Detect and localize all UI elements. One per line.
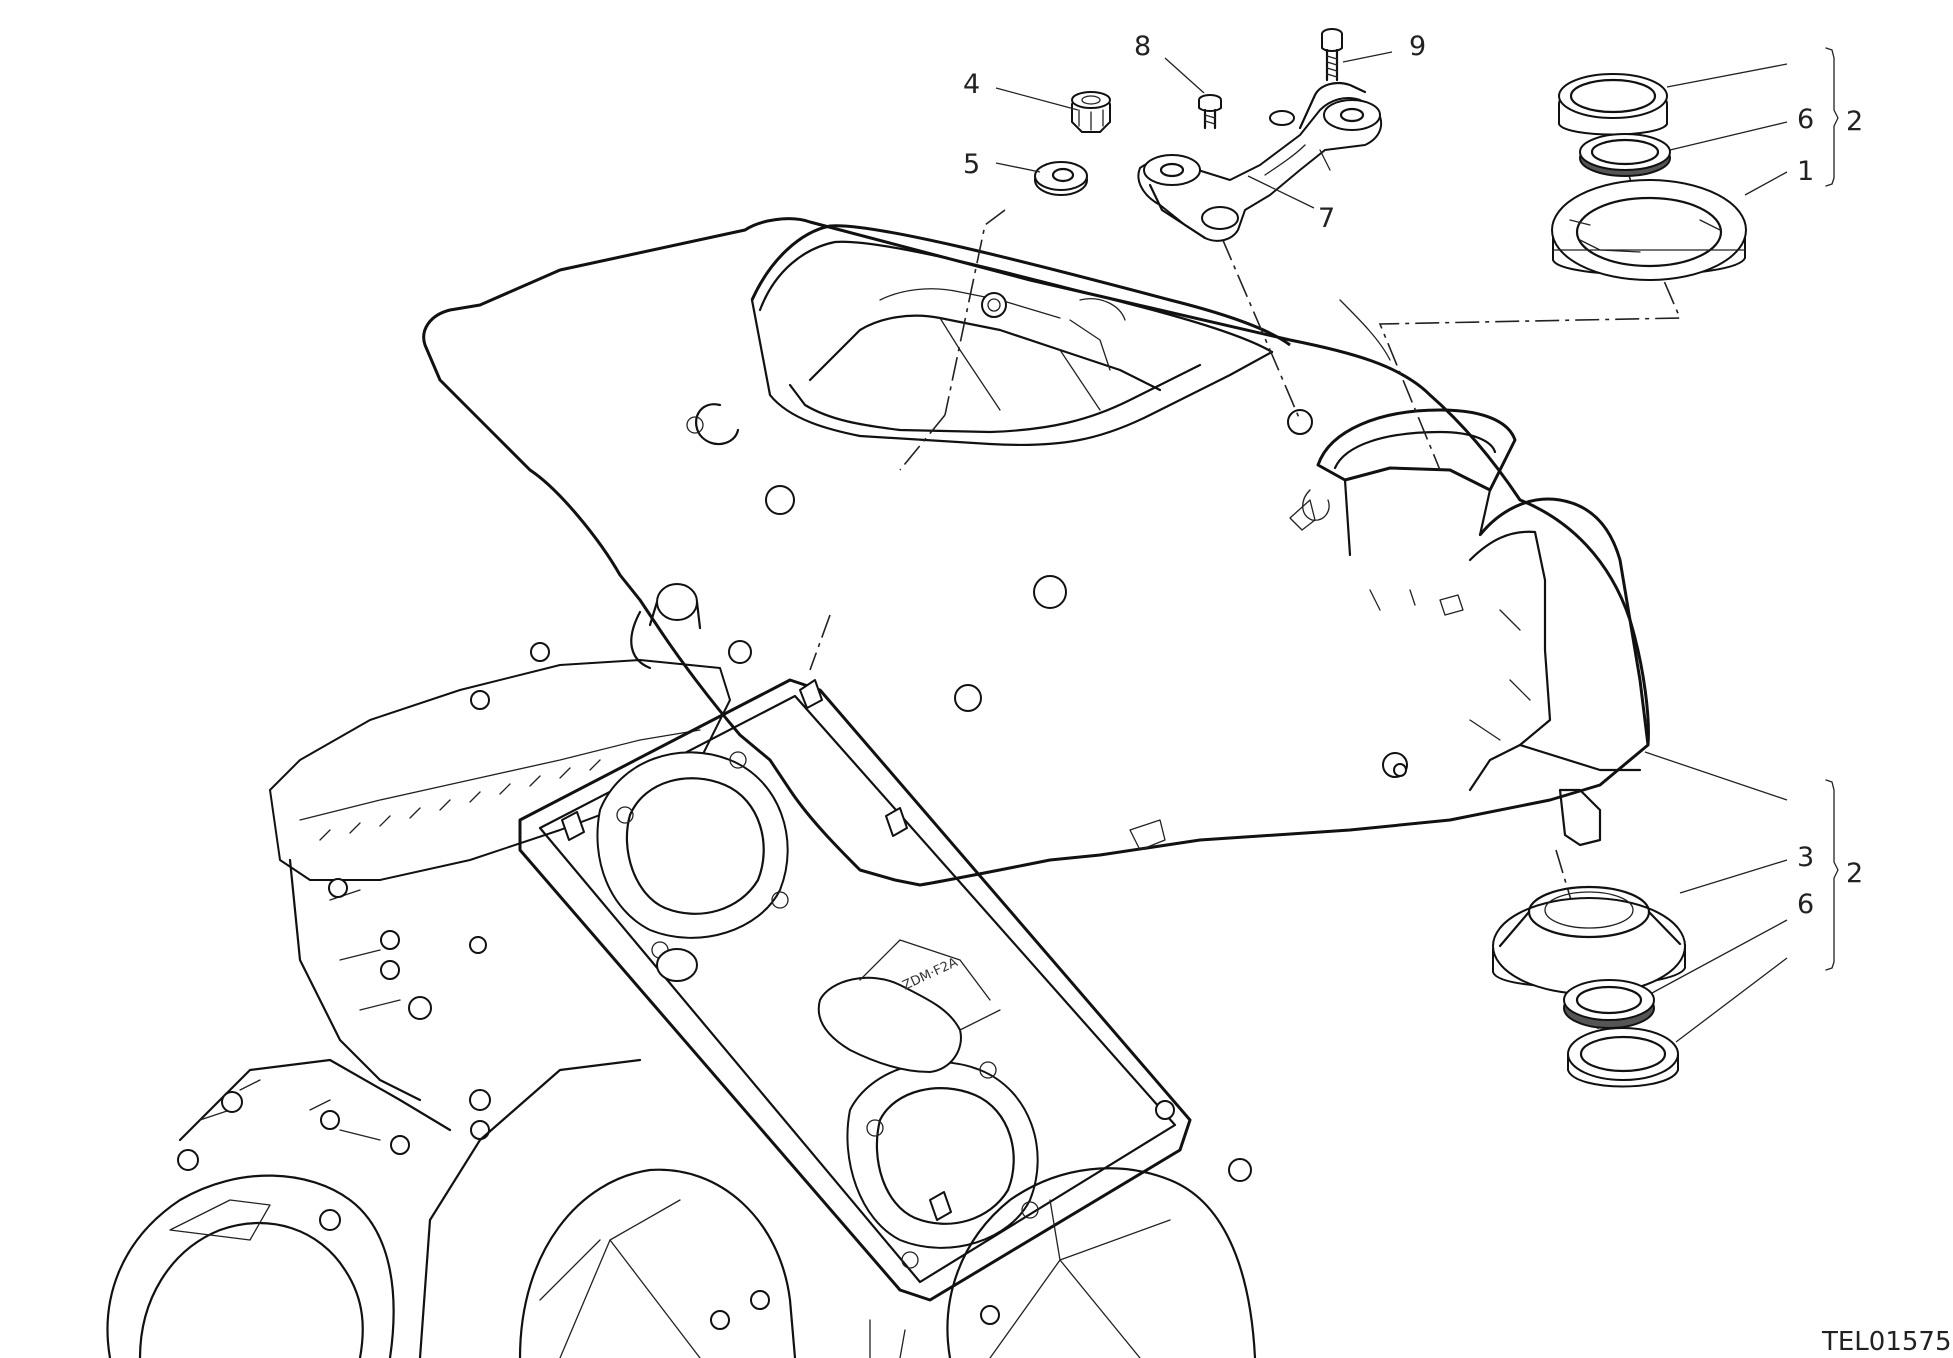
main-frame — [422, 217, 1650, 887]
callout-4: 4 — [963, 69, 980, 100]
callout-6-top: 6 — [1797, 104, 1814, 135]
callout-7: 7 — [1318, 203, 1335, 234]
lower-bearing-cone — [1492, 885, 1686, 995]
callout-labels: 4 5 8 9 7 6 2 1 3 2 6 TEL01575 — [963, 31, 1952, 1357]
callout-1: 1 — [1797, 156, 1814, 187]
engine-assembly: ZDM·F2A — [106, 583, 1257, 1358]
lower-bearing-cup — [1567, 1027, 1679, 1088]
part-8-screw — [1198, 94, 1222, 130]
svg-text:ZDM·F2A: ZDM·F2A — [900, 955, 960, 994]
callout-2-top: 2 — [1846, 106, 1863, 137]
callout-8: 8 — [1134, 31, 1151, 62]
top-bearing-race — [1551, 179, 1747, 281]
top-bearing-cup — [1558, 73, 1668, 136]
part-5-washer — [1034, 161, 1088, 196]
top-seal-ring — [1579, 133, 1671, 177]
part-9-screw — [1321, 28, 1343, 82]
callout-2-bottom: 2 — [1846, 858, 1863, 889]
lower-seal-ring — [1563, 979, 1655, 1029]
callout-5: 5 — [963, 149, 980, 180]
callout-9: 9 — [1409, 31, 1426, 62]
leader-lines — [995, 47, 1839, 1043]
part-7-bracket — [1137, 81, 1383, 242]
drawing-reference: TEL01575 — [1821, 1327, 1952, 1357]
part-4-nut — [1071, 91, 1111, 133]
callout-6-bottom: 6 — [1797, 889, 1814, 920]
callout-3: 3 — [1797, 842, 1814, 873]
